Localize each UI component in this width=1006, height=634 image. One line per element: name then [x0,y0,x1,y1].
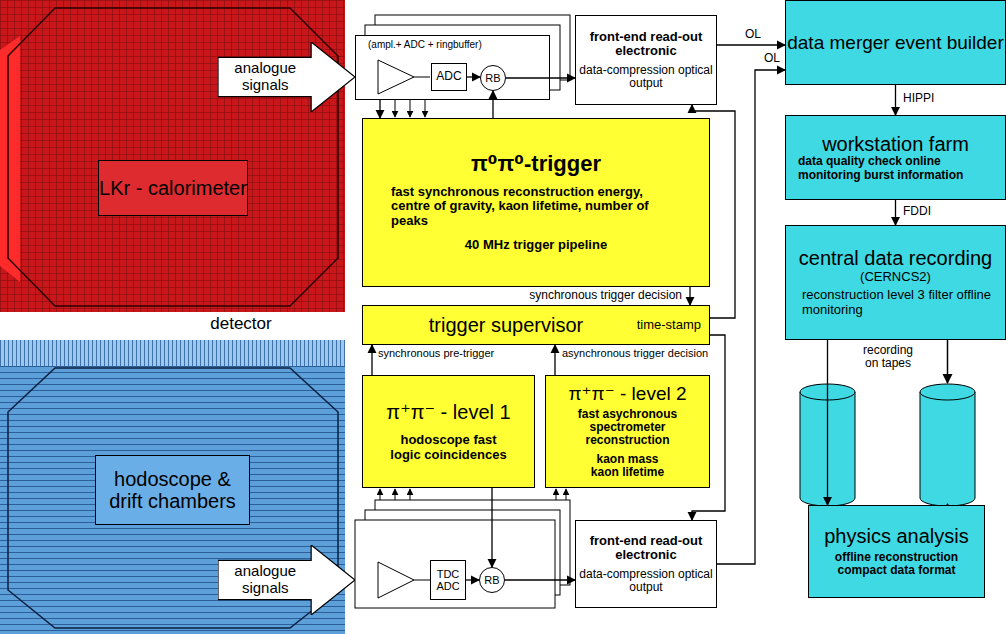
channel-card [355,35,550,100]
connector [371,345,372,375]
connector [717,44,785,45]
node-text: π⁺π⁻ - level 2 [568,383,686,404]
tdc-adc-box: TDC ADC [430,560,466,600]
node-text: data quality check online monitoring bur… [786,155,1005,182]
annotation-label: HIPPI [903,92,963,105]
connector [506,77,575,78]
arrow-shape [218,545,355,615]
annotation-label: OL [760,52,784,65]
connector [689,287,690,305]
node-text: reconstruction level 3 filter offline mo… [786,288,1005,317]
adc-box: ADC [431,63,467,91]
wire [410,489,411,500]
wire [380,489,381,500]
node-text: time-stamp [637,318,701,333]
amplifier-symbol [378,562,414,598]
node-text: offline reconstruction compact data form… [809,551,984,578]
node-text: data-compression optical output [576,64,716,91]
readout-box: front-end read-out electronic data-compre… [575,15,717,105]
detector-label: LKr - calorimeter [98,160,248,216]
edge-label: synchronous trigger decision [527,289,684,302]
level2-box: π⁺π⁻ - level 2 fast asychronous spectrome… [545,375,710,488]
node-text: hodoscope fast logic coincidences [389,433,509,462]
ringbuffer-circle: RB [479,567,505,593]
calorimeter-octagon [8,8,338,306]
wire [410,100,411,117]
supervisor-box: trigger supervisortime-stamp [362,305,710,345]
annotation-label: synchronous pre-trigger [378,347,498,359]
node-text: analogue signals [222,563,308,597]
node-text: kaon mass kaon lifetime [588,453,668,480]
connector [895,85,896,115]
node-text: RB [485,72,500,84]
node-text: π⁰π⁰-trigger [471,152,601,177]
node-text: data merger event builder [787,32,1004,53]
detector-label: hodoscope & drift chambers [95,455,250,525]
wire [395,489,396,500]
node-text: LKr - calorimeter [99,177,247,199]
hodoscope-band [0,340,345,366]
wire [556,489,557,500]
chamber-octagon [8,368,338,628]
connector [467,76,480,77]
annotation-label: asynchronous trigger decision [562,347,712,359]
level1-box: π⁺π⁻ - level 1 hodoscope fast logic coinc… [362,375,535,488]
node-text: 40 MHz trigger pipeline [465,238,607,253]
node-text: central data recording [799,247,992,269]
wire [425,100,426,117]
amplifier-symbol [378,60,414,94]
connector [466,579,479,580]
annotation-label: recording on tapes [856,344,920,371]
node-text: π⁺π⁻ - level 1 [386,401,510,423]
signal-arrow: analogue signals [218,42,355,112]
wire [414,77,430,78]
farm-box: workstation farmdata quality check onlin… [785,115,1006,200]
wire [566,489,567,500]
node-text: (CERNCS2) [860,270,931,285]
analysis-box: physics analysis offline reconstruction c… [808,505,985,598]
connector [717,70,785,564]
node-text: TDC ADC [431,568,465,593]
node-text: front-end read-out electronic [576,30,716,59]
connector [554,345,555,375]
node-text: RB [484,574,499,586]
wire [395,100,396,117]
annotation-label: FDDI [903,205,963,218]
recording-box: central data recording(CERNCS2) reconstru… [785,225,1006,340]
node-text: data-compression optical output [576,568,716,595]
cylinder-top [920,384,975,400]
annotation-label: OL [738,28,768,41]
merger-box: data merger event builder [785,0,1006,85]
tape-cylinder [920,384,975,506]
node-text: ADC [436,70,461,83]
calorimeter-edge [0,36,20,282]
node-text: analogue signals [222,60,308,94]
arrow-shape [218,42,355,112]
wire [414,580,430,581]
connector [379,100,380,118]
trigger-box: π⁰π⁰-trigger fast synchronous reconstruct… [362,118,710,287]
channel-board: (ampl.+ ADC + ringbuffer) ADC RB [355,35,550,100]
channel-card [355,520,555,608]
readout-box: front-end read-out electronic data-compre… [575,520,717,608]
node-text: (ampl.+ ADC + ringbuffer) [356,39,549,50]
annotation-label: detector [196,314,286,333]
node-text: physics analysis [824,525,969,547]
signal-arrow: analogue signals [218,545,355,615]
connector [505,579,575,580]
node-text: fast synchronous reconstruction energy, … [363,185,681,229]
cylinder-body [920,392,975,506]
node-text: fast asychronous spectrometer reconstruc… [558,408,698,448]
node-text: trigger supervisor [429,314,644,336]
ringbuffer-circle: RB [480,65,506,91]
node-text: front-end read-out electronic [576,534,716,563]
connector [491,488,492,567]
node-text: hodoscope & drift chambers [96,468,249,513]
connector [827,340,828,505]
connector [895,200,896,225]
connector [492,91,493,118]
node-text: workstation farm [822,133,969,155]
calorimeter-panel [0,0,345,312]
wire [947,340,949,383]
